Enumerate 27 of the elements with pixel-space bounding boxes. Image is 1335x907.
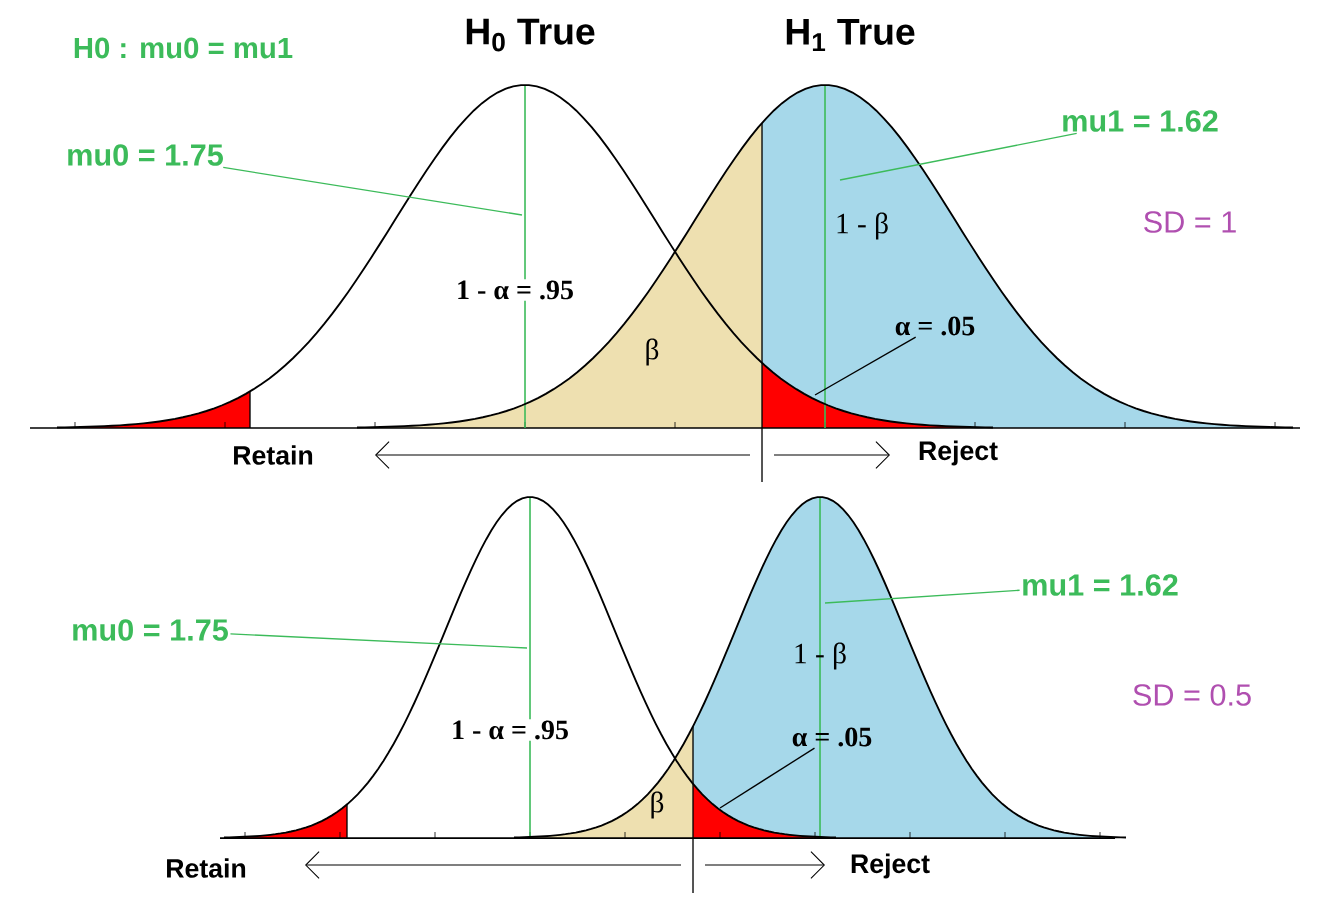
area-label: 1 - α = .95 — [454, 279, 576, 301]
leader-line — [839, 132, 1078, 181]
region-label: Reject — [919, 440, 998, 466]
sd-label: SD = 0.5 — [1133, 684, 1251, 706]
leader-line — [814, 336, 917, 396]
curve-title: H$_{0}$ True — [466, 18, 595, 52]
curve-title: H$_{1}$ True — [786, 18, 915, 52]
alpha-label: α = .05 — [792, 727, 872, 747]
mean-label: mu1 = 1.62 — [1023, 574, 1178, 596]
area-label: 1 - β — [837, 212, 888, 240]
mean-label: mu0 = 1.75 — [68, 144, 223, 166]
region-label: Reject — [851, 853, 930, 879]
leader-line — [824, 589, 1021, 604]
alpha-label: α = .05 — [895, 316, 975, 336]
area-label: β — [646, 338, 659, 366]
leader-line — [719, 747, 816, 809]
area-label: 1 - α = .95 — [449, 719, 571, 741]
leader-line — [229, 633, 528, 649]
leader-line — [222, 166, 523, 216]
mean-label: mu0 = 1.75 — [73, 619, 228, 641]
region-label: Retain — [234, 445, 313, 465]
area-label: 1 - β — [795, 642, 846, 670]
region-label: Retain — [167, 858, 246, 878]
mean-label: mu1 = 1.62 — [1063, 110, 1218, 132]
area-label: β — [651, 791, 664, 819]
hypothesis-label: H0 : mu0 = mu1 — [74, 37, 293, 59]
sd-label: SD = 1 — [1144, 211, 1236, 233]
